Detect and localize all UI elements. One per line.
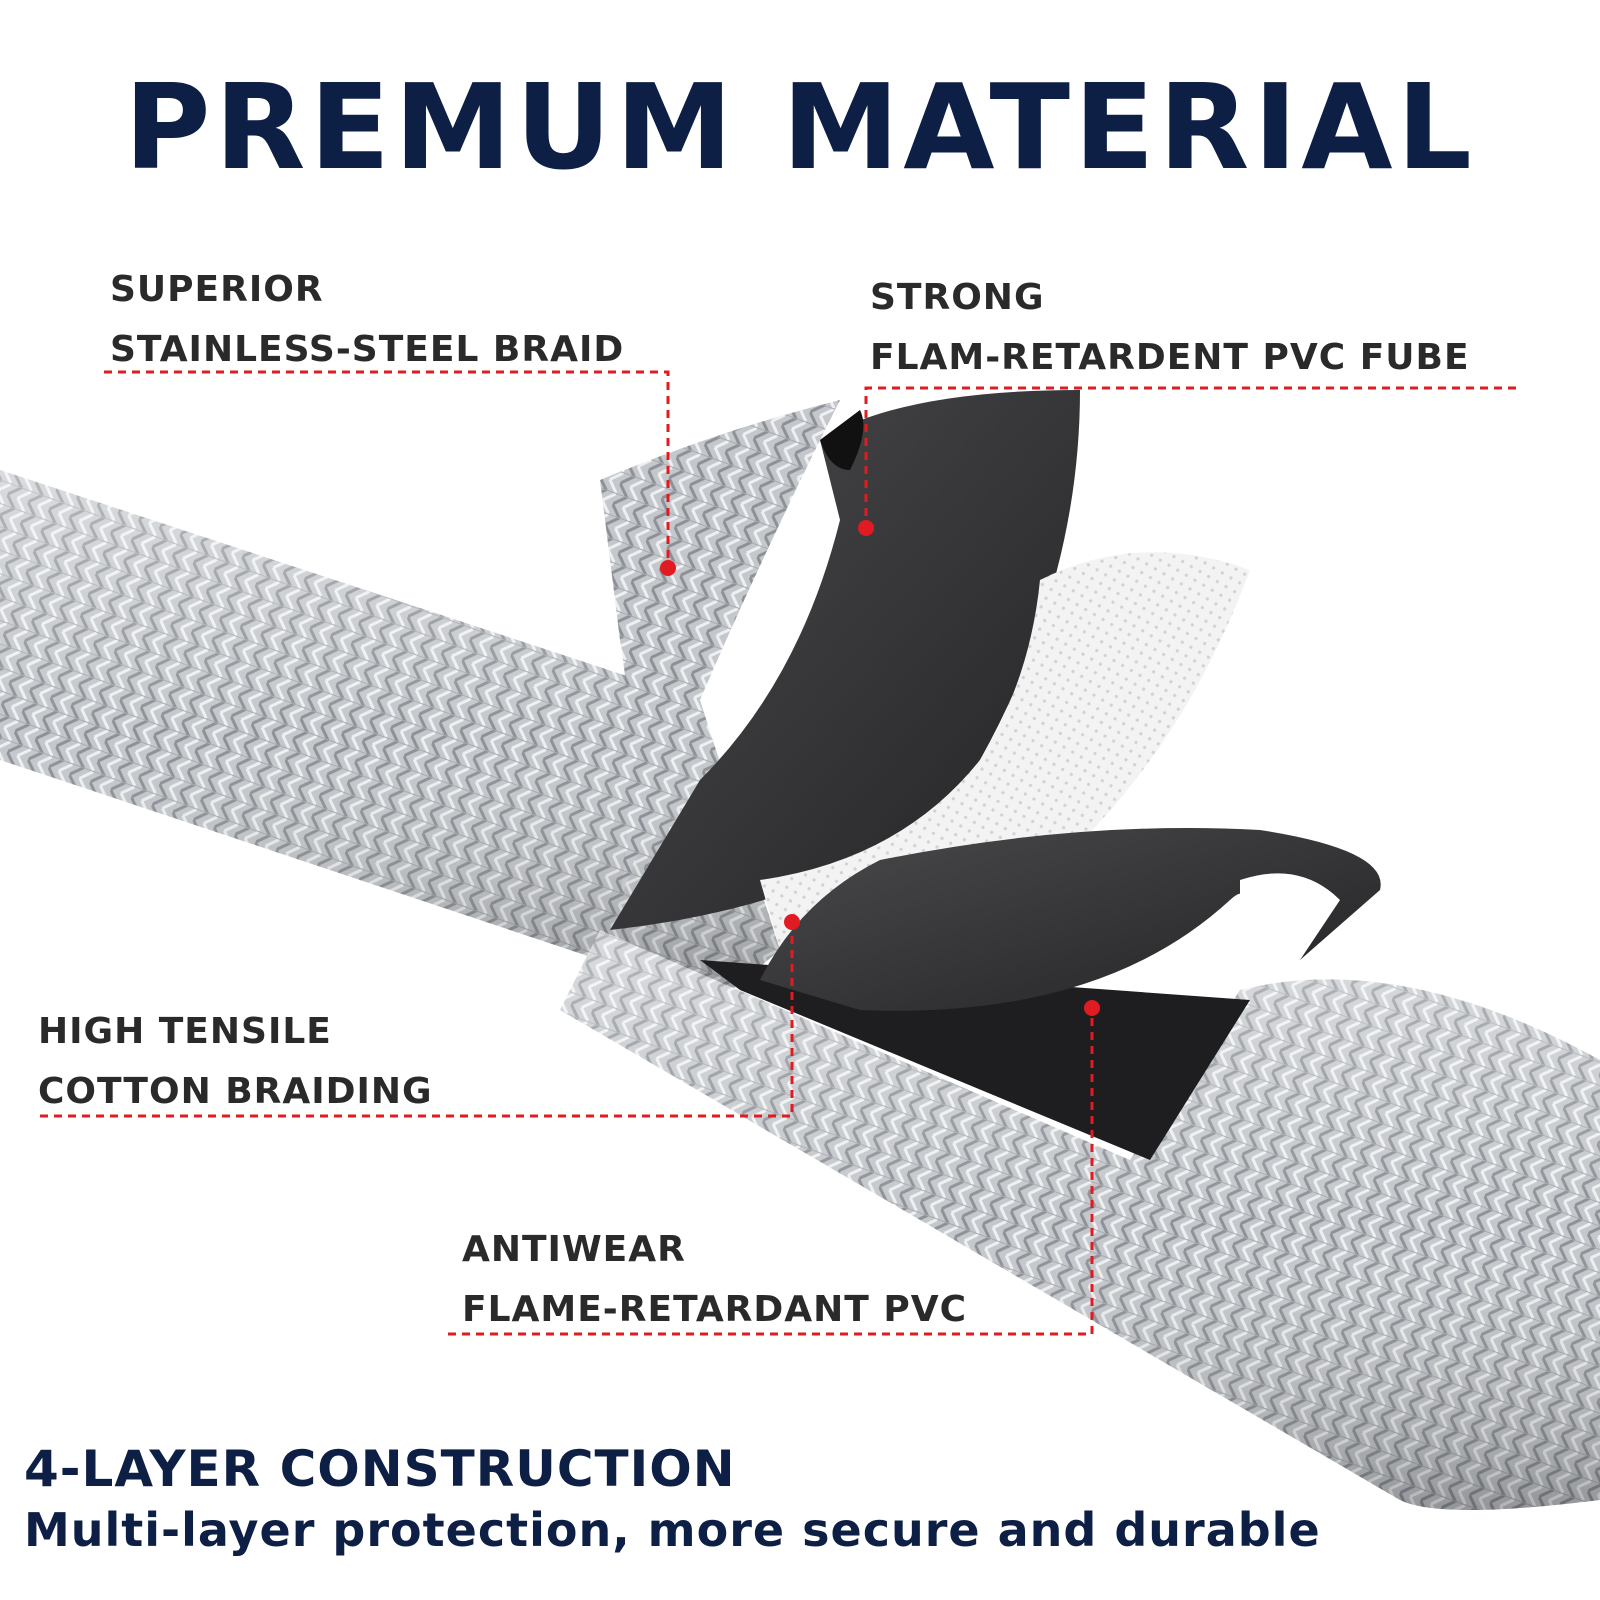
callout-antiwear-line1: ANTIWEAR	[462, 1229, 686, 1270]
callout-steel-braid-line1: SUPERIOR	[110, 269, 324, 310]
inner-pvc-channel	[700, 960, 1250, 1160]
lower-pvc-layer	[760, 828, 1381, 1011]
marker-cotton	[784, 914, 800, 930]
page-title: PREMUM MATERIAL	[124, 58, 1476, 196]
callout-cotton-line2: COTTON BRAIDING	[38, 1071, 433, 1112]
peeled-steel-braid	[600, 400, 840, 900]
marker-antiwear	[1084, 1000, 1100, 1016]
footer-caption: 4-LAYER CONSTRUCTION Multi-layer protect…	[24, 1438, 1321, 1560]
callout-pvc-tube-line2: FLAM-RETARDENT PVC FUBE	[870, 337, 1470, 378]
peeled-pvc-tube	[610, 390, 1080, 930]
callout-antiwear: ANTIWEAR FLAME-RETARDANT PVC	[462, 1220, 967, 1340]
callout-pvc-tube-line1: STRONG	[870, 277, 1045, 318]
marker-steel-braid	[660, 560, 676, 576]
callout-cotton-line1: HIGH TENSILE	[38, 1011, 332, 1052]
cotton-braid-layer	[760, 552, 1250, 952]
hose-right-section	[560, 930, 1600, 1510]
leader-pvc-tube	[864, 386, 1516, 528]
callout-steel-braid: SUPERIOR STAINLESS-STEEL BRAID	[110, 260, 624, 380]
callout-steel-braid-line2: STAINLESS-STEEL BRAID	[110, 329, 625, 370]
hose-left-section	[0, 470, 780, 1000]
callout-cotton: HIGH TENSILE COTTON BRAIDING	[38, 1002, 433, 1122]
leader-antiwear	[448, 1008, 1094, 1336]
leader-steel-braid	[104, 370, 670, 568]
callout-antiwear-line2: FLAME-RETARDANT PVC	[462, 1289, 968, 1330]
marker-pvc-tube	[858, 520, 874, 536]
footer-heading: 4-LAYER CONSTRUCTION	[24, 1440, 736, 1498]
footer-subheading: Multi-layer protection, more secure and …	[24, 1503, 1321, 1557]
callout-pvc-tube: STRONG FLAM-RETARDENT PVC FUBE	[870, 268, 1470, 388]
